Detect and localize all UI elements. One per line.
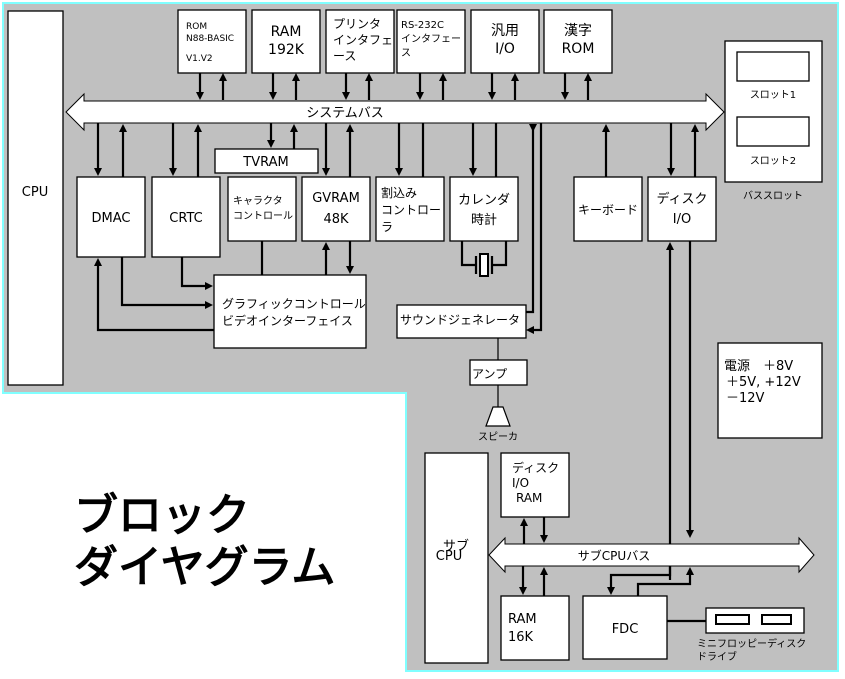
cpu-label: CPU <box>22 185 48 200</box>
kanji-rom-label-2: ROM <box>562 41 595 57</box>
printer-interface-block: プリンタ インタフェ ース <box>325 9 395 74</box>
char-control-label-2: コントロール <box>233 211 293 222</box>
rom-block: ROM N88-BASIC V1.V2 <box>177 9 247 74</box>
sub-cpu-bus: サブCPUバス <box>488 536 815 574</box>
slot-2-label: スロット2 <box>750 156 796 167</box>
ram16k-label-2: 16K <box>508 630 534 645</box>
bus-slot-block: スロット1 スロット2 バススロット <box>724 40 823 202</box>
crtc-label: CRTC <box>169 211 202 226</box>
sub-cpu-label-2: CPU <box>436 549 462 564</box>
character-control-block: キャラクタ コントロール <box>227 176 297 242</box>
floppy-label-1: ミニフロッピーディスク <box>697 637 806 650</box>
sub-bus-connectors <box>519 517 694 596</box>
keyboard-label: キーボード <box>578 203 638 217</box>
power-label-3: －12V <box>726 391 765 406</box>
rs232c-interface-block: RS-232C インタフェー ス <box>396 9 466 74</box>
printer-label-2: インタフェ <box>333 33 393 47</box>
diagram-title: ブロック ダイヤグラム <box>74 490 335 593</box>
system-bus-label: システムバス <box>306 106 384 121</box>
cpu-block: CPU <box>7 10 64 386</box>
calendar-clock-block: カレンダ 時計 <box>449 176 519 242</box>
fdc-block: FDC <box>582 595 668 660</box>
interrupt-label-2: コントロー <box>381 203 441 217</box>
speaker-label: スピーカ <box>478 431 518 443</box>
interrupt-controller-block: 割込み コントロー ラ <box>375 176 445 242</box>
speaker-icon: スピーカ <box>478 406 518 443</box>
char-control-label-1: キャラクタ <box>233 195 283 207</box>
amp-label: アンプ <box>472 367 507 381</box>
gvram-label-1: GVRAM <box>312 191 360 206</box>
sound-generator-label: サウンドジェネレータ <box>400 313 520 327</box>
ram-16k-block: RAM 16K <box>500 595 570 661</box>
printer-label-3: ース <box>333 49 356 63</box>
sub-cpu-label-1: サブ <box>443 538 469 554</box>
disk-io-subbus-connectors <box>666 241 694 580</box>
dmac-block: DMAC <box>76 176 146 258</box>
gvram-block: GVRAM 48K <box>301 176 371 242</box>
ram-192k-block: RAM 192K <box>251 9 321 74</box>
crtc-block: CRTC <box>151 176 221 258</box>
amp-block: アンプ <box>469 359 528 386</box>
floppy-label-2: ドライブ <box>697 650 737 663</box>
bus-connectors <box>94 123 699 334</box>
general-io-label-1: 汎用 <box>491 23 519 39</box>
power-label-2: ＋5V, +12V <box>726 375 801 390</box>
disk-io-label-2: I/O <box>673 212 691 227</box>
tvram-block: TVRAM <box>214 148 319 174</box>
rs232c-label-2: インタフェー <box>401 33 461 45</box>
floppy-drive-block: ミニフロッピーディスク ドライブ <box>697 607 806 663</box>
rom-label-2: N88-BASIC <box>186 34 234 44</box>
graphic-control-label-1: グラフィックコントロール <box>222 297 366 311</box>
rs232c-label-1: RS-232C <box>401 20 444 31</box>
title-line-1: ブロック <box>74 490 250 541</box>
interrupt-label-1: 割込み <box>381 185 417 200</box>
rom-label-3: V1.V2 <box>186 54 213 64</box>
calendar-label-2: 時計 <box>471 212 497 228</box>
graphic-connectors <box>94 241 354 332</box>
ram16k-label-1: RAM <box>508 612 537 627</box>
rom-label-1: ROM <box>186 22 207 32</box>
slot-1 <box>736 51 810 82</box>
fdc-label: FDC <box>612 622 639 637</box>
floppy-slot-2 <box>761 614 792 625</box>
ram-label-2: 192K <box>268 42 305 58</box>
slot-1-label: スロット1 <box>750 90 796 101</box>
slot-2 <box>736 116 810 147</box>
kanji-rom-label-1: 漢字 <box>564 23 592 39</box>
graphic-control-block: グラフィックコントロール ビデオインターフェイス <box>213 274 367 349</box>
general-io-block: 汎用 I/O <box>470 9 540 74</box>
system-bus: システムバス <box>65 92 725 132</box>
tvram-label: TVRAM <box>242 155 288 170</box>
dmac-label: DMAC <box>92 211 131 226</box>
disk-io-ram-label-2: I/O <box>512 476 529 490</box>
bus-slot-label: バススロット <box>743 190 803 202</box>
printer-label-1: プリンタ <box>333 17 381 31</box>
disk-io-ram-block: ディスク I/O RAM <box>500 452 570 518</box>
floppy-slot-1 <box>715 614 750 625</box>
rs232c-label-3: ス <box>401 48 411 59</box>
kanji-rom-block: 漢字 ROM <box>543 9 613 74</box>
gvram-label-2: 48K <box>323 212 349 227</box>
general-io-label-2: I/O <box>495 41 515 57</box>
disk-io-label-1: ディスク <box>656 191 707 207</box>
power-label-1: 電源 ＋8V <box>724 359 793 374</box>
top-connectors <box>196 73 592 100</box>
disk-io-block: ディスク I/O <box>647 176 717 242</box>
sub-cpu-bus-label: サブCPUバス <box>578 548 650 563</box>
disk-io-ram-label-1: ディスク <box>512 460 559 475</box>
sub-cpu-block: サブ CPU <box>424 452 489 664</box>
keyboard-block: キーボード <box>573 176 643 242</box>
crystal-oscillator-icon <box>460 241 508 277</box>
title-line-2: ダイヤグラム <box>74 542 335 593</box>
power-supply-block: 電源 ＋8V ＋5V, +12V －12V <box>717 342 823 439</box>
calendar-label-1: カレンダ <box>458 193 510 208</box>
disk-io-ram-label-3: RAM <box>516 491 542 505</box>
ram-label-1: RAM <box>271 24 302 40</box>
interrupt-label-3: ラ <box>381 220 393 234</box>
graphic-control-label-2: ビデオインターフェイス <box>222 313 353 328</box>
sound-generator-block: サウンドジェネレータ <box>396 304 527 339</box>
